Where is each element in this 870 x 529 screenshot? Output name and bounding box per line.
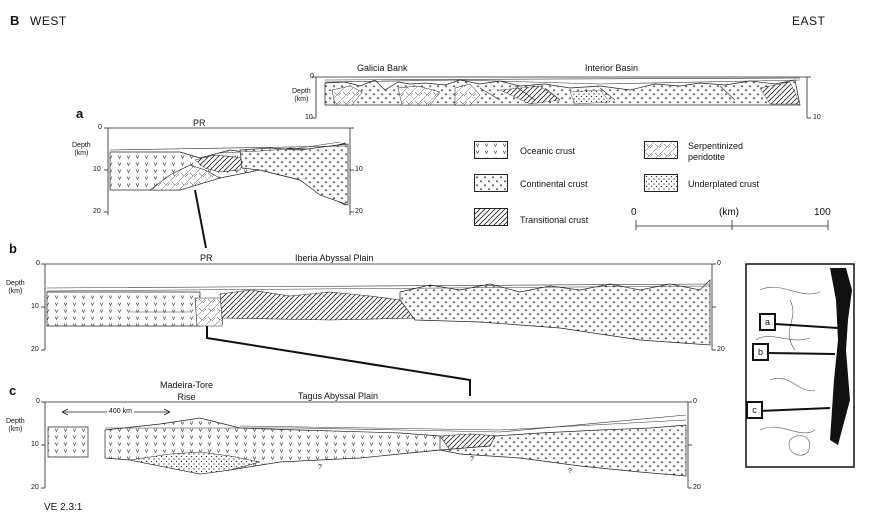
- section-c-profile: [41, 401, 692, 489]
- section-b-profile: [41, 263, 716, 351]
- inset-marker-c: c: [746, 401, 763, 419]
- galicia-depth-label: Depth (km): [292, 88, 311, 103]
- legend-label-underplated: Underplated crust: [688, 179, 760, 189]
- section-a-pr-marker: PR: [193, 118, 206, 128]
- section-c-tick-20-right: 20: [693, 484, 701, 491]
- interior-basin-label: Interior Basin: [585, 63, 639, 73]
- legend-swatch-continental: [474, 174, 508, 192]
- legend-label-oceanic: Oceanic crust: [520, 146, 576, 156]
- section-c-letter: c: [9, 383, 17, 398]
- inset-marker-b: b: [752, 343, 769, 361]
- vertical-exaggeration-note: VE 2.3:1: [44, 502, 83, 513]
- section-c-tick-20: 20: [31, 484, 39, 491]
- section-c-tick-0-right: 0: [693, 398, 697, 405]
- galicia-tick-10-right: 10: [813, 114, 821, 121]
- west-label: WEST: [30, 14, 67, 28]
- section-b-tick-10: 10: [31, 303, 39, 310]
- section-a-depth-label: Depth (km): [72, 142, 91, 157]
- question-mark-1: ?: [318, 464, 322, 471]
- legend: Oceanic crust Serpentinized peridotite C…: [474, 141, 814, 231]
- section-b-depth-label: Depth (km): [6, 280, 25, 295]
- connector-lines: [194, 189, 471, 396]
- scale-start: 0: [631, 207, 637, 218]
- section-a-profile: [104, 127, 354, 215]
- question-mark-2: ?: [470, 456, 474, 463]
- madeira-tore-rise-label: Madeira-Tore Rise: [160, 380, 214, 402]
- scale-bar: [635, 220, 829, 230]
- distance-label: 400 km: [107, 408, 134, 415]
- legend-swatch-serpentinite: [644, 141, 678, 159]
- tagus-abyssal-plain-label: Tagus Abyssal Plain: [298, 391, 379, 401]
- section-c-tick-10: 10: [31, 441, 39, 448]
- galicia-bank-label: Galicia Bank: [357, 63, 408, 73]
- galicia-tick-0: 0: [310, 73, 314, 80]
- section-b-tick-0-right: 0: [717, 260, 721, 267]
- section-a-tick-20: 20: [93, 208, 101, 215]
- section-c-tick-0: 0: [36, 398, 40, 405]
- legend-label-serpentinite: Serpentinized peridotite: [688, 141, 744, 162]
- section-b-tick-20: 20: [31, 346, 39, 353]
- question-mark-3: ?: [568, 468, 572, 475]
- legend-swatch-oceanic: [474, 141, 508, 159]
- scale-end: 100: [814, 207, 831, 218]
- legend-swatch-transitional: [474, 208, 508, 226]
- section-a-tick-10: 10: [93, 166, 101, 173]
- section-a-tick-20-right: 20: [355, 208, 363, 215]
- east-label: EAST: [792, 14, 826, 28]
- galicia-section: [312, 76, 811, 119]
- legend-swatch-underplated: [644, 174, 678, 192]
- section-b-pr-marker: PR: [200, 253, 213, 263]
- galicia-tick-10: 10: [305, 114, 313, 121]
- section-b-tick-0: 0: [36, 260, 40, 267]
- section-a-tick-10-right: 10: [355, 166, 363, 173]
- legend-label-transitional: Transitional crust: [520, 215, 589, 225]
- inset-map: [745, 263, 855, 468]
- legend-label-continental: Continental crust: [520, 179, 588, 189]
- scale-unit: (km): [719, 207, 739, 218]
- panel-letter: B: [10, 13, 20, 28]
- inset-marker-a: a: [759, 313, 776, 331]
- section-b-tick-20-right: 20: [717, 346, 725, 353]
- section-a-tick-0: 0: [98, 124, 102, 131]
- section-a-letter: a: [76, 106, 84, 121]
- section-b-letter: b: [9, 241, 17, 256]
- section-c-depth-label: Depth (km): [6, 418, 25, 433]
- section-b-title: Iberia Abyssal Plain: [295, 253, 374, 263]
